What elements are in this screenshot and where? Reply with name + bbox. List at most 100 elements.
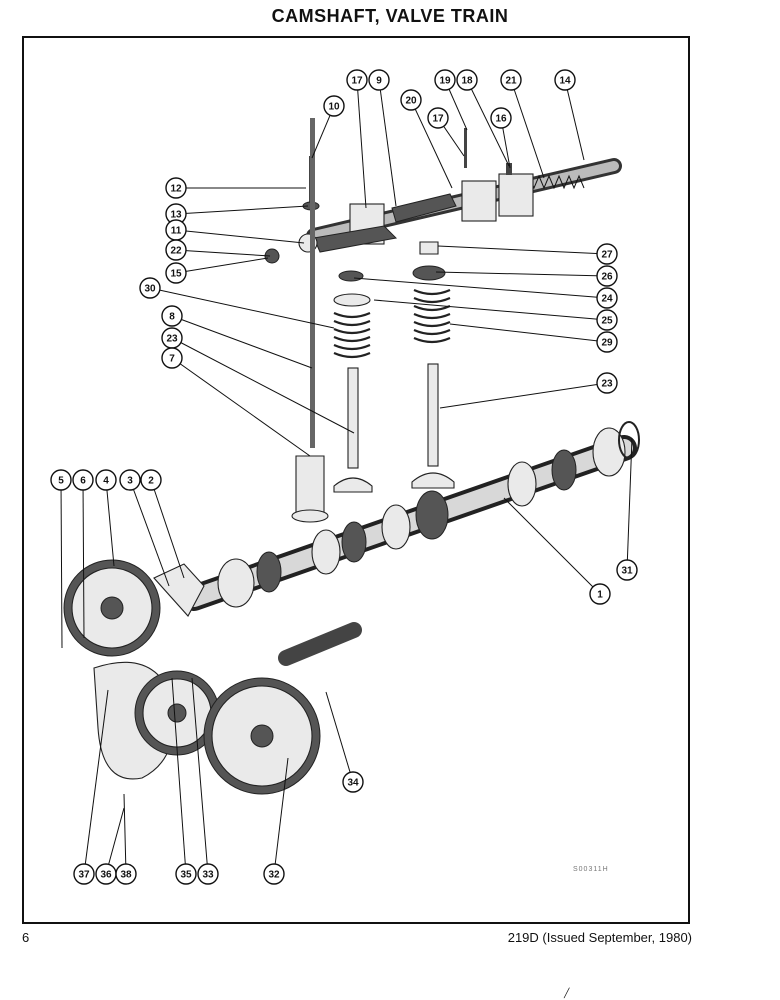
callout-bubble bbox=[596, 309, 618, 331]
callout-bubble bbox=[323, 95, 345, 117]
callout-number: 1 bbox=[597, 590, 603, 601]
callout-bubble bbox=[596, 287, 618, 309]
callout-7: 7 bbox=[161, 347, 311, 457]
callout-number: 17 bbox=[432, 114, 444, 125]
valves bbox=[333, 363, 455, 493]
callout-bubble bbox=[500, 69, 522, 91]
callout-number: 31 bbox=[621, 566, 633, 577]
callout-12: 12 bbox=[165, 177, 306, 199]
leader-line bbox=[82, 479, 85, 639]
callout-number: 10 bbox=[328, 102, 340, 113]
callout-8: 8 bbox=[161, 305, 313, 369]
callout-bubble bbox=[596, 243, 618, 265]
callout-3: 3 bbox=[119, 469, 170, 587]
leader-line bbox=[171, 337, 355, 434]
leader-line bbox=[105, 479, 115, 567]
tappet bbox=[295, 455, 325, 515]
callout-number: 37 bbox=[78, 870, 90, 881]
leader-line bbox=[83, 689, 109, 875]
callout-number: 29 bbox=[601, 338, 613, 349]
callout-5: 5 bbox=[50, 469, 72, 649]
callout-bubble bbox=[197, 863, 219, 885]
callout-number: 21 bbox=[505, 76, 517, 87]
corner-mark: ╱ bbox=[564, 988, 570, 998]
leader-line bbox=[437, 245, 608, 255]
callout-bubble bbox=[434, 69, 456, 91]
leader-line bbox=[105, 807, 125, 875]
callout-number: 19 bbox=[439, 76, 451, 87]
sheet-mark: S00311H bbox=[573, 866, 609, 873]
callout-number: 34 bbox=[347, 778, 359, 789]
callout-number: 30 bbox=[144, 284, 156, 295]
callout-17: 17 bbox=[427, 107, 465, 157]
leader-line bbox=[60, 479, 63, 649]
callout-number: 22 bbox=[170, 246, 182, 257]
callout-31: 31 bbox=[616, 437, 638, 581]
callout-20: 20 bbox=[400, 89, 453, 189]
timing-gears bbox=[63, 559, 362, 795]
callout-34: 34 bbox=[325, 691, 364, 793]
callout-17: 17 bbox=[346, 69, 368, 209]
callout-26: 26 bbox=[435, 265, 618, 287]
callout-bubble bbox=[616, 559, 638, 581]
callout-number: 8 bbox=[169, 312, 175, 323]
callout-number: 6 bbox=[80, 476, 86, 487]
leader-line bbox=[373, 299, 608, 321]
document-reference: 219D (Issued September, 1980) bbox=[507, 930, 692, 945]
callout-6: 6 bbox=[72, 469, 94, 639]
callout-number: 25 bbox=[601, 316, 613, 327]
callout-bubble bbox=[175, 863, 197, 885]
callout-bubble bbox=[263, 863, 285, 885]
page-title: CAMSHAFT, VALVE TRAIN bbox=[271, 6, 509, 26]
callout-number: 11 bbox=[171, 226, 182, 237]
callout-number: 15 bbox=[170, 269, 182, 280]
callout-bubble bbox=[165, 239, 187, 261]
callout-bubble bbox=[161, 305, 183, 327]
callout-bubble bbox=[165, 262, 187, 284]
callout-18: 18 bbox=[456, 69, 510, 167]
callout-bubble bbox=[73, 863, 95, 885]
callout-23: 23 bbox=[439, 372, 618, 409]
leader-line bbox=[353, 277, 608, 299]
leader-line bbox=[356, 79, 367, 209]
callout-bubble bbox=[400, 89, 422, 111]
callout-22: 22 bbox=[165, 239, 271, 261]
callout-27: 27 bbox=[437, 243, 618, 265]
leader-line bbox=[510, 79, 545, 179]
callout-number: 13 bbox=[170, 210, 182, 221]
callout-bubble bbox=[554, 69, 576, 91]
callout-number: 35 bbox=[180, 870, 192, 881]
callout-25: 25 bbox=[373, 299, 618, 331]
callout-bubble bbox=[115, 863, 137, 885]
leader-line bbox=[435, 271, 608, 277]
callout-bubble bbox=[346, 69, 368, 91]
callout-bubble bbox=[72, 469, 94, 491]
callout-32: 32 bbox=[263, 757, 289, 885]
leader-line bbox=[171, 315, 313, 369]
callout-9: 9 bbox=[368, 69, 397, 207]
callout-number: 32 bbox=[268, 870, 280, 881]
callout-number: 20 bbox=[405, 96, 417, 107]
leader-line bbox=[175, 229, 305, 244]
callout-29: 29 bbox=[449, 323, 618, 353]
page-number: 6 bbox=[22, 930, 30, 945]
callout-35: 35 bbox=[171, 677, 197, 885]
leader-line bbox=[466, 79, 510, 167]
leader-line bbox=[378, 79, 397, 207]
leader-line bbox=[175, 257, 269, 274]
callout-bubble bbox=[427, 107, 449, 129]
callout-14: 14 bbox=[554, 69, 585, 161]
leader-line bbox=[175, 205, 309, 215]
leader-line bbox=[149, 287, 335, 329]
callout-bubble bbox=[368, 69, 390, 91]
leader-line bbox=[449, 323, 608, 343]
callout-number: 16 bbox=[495, 114, 507, 125]
callout-bubble bbox=[161, 347, 183, 369]
callout-15: 15 bbox=[165, 257, 269, 284]
callout-19: 19 bbox=[434, 69, 468, 131]
rocker-shaft-assembly bbox=[264, 128, 622, 264]
leader-line bbox=[129, 479, 170, 587]
push-rod bbox=[310, 118, 315, 448]
